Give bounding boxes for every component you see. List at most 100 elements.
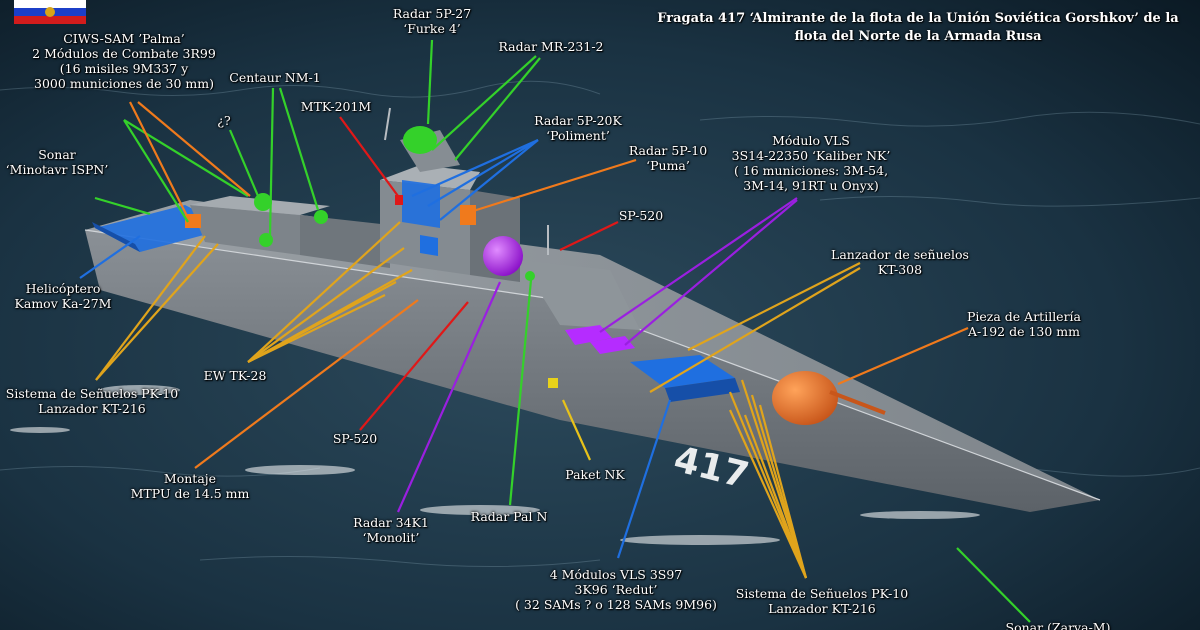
leader-line [137,101,251,197]
monolit-radome [483,236,523,276]
label-line: ‘Poliment’ [546,128,610,143]
label-line: 3S14-22350 ‘Kaliber NK’ [731,148,891,163]
leader-line [123,119,189,223]
label-line: 3000 municiones de 30 mm) [34,76,214,91]
label-line: ‘Minotavr ISPN’ [5,162,109,177]
leader-lines [79,39,1031,623]
label-unknown: ¿? [217,113,230,128]
label-radar-pal: Radar Pal N [471,509,548,524]
label-line: 2 Módulos de Combate 3R99 [32,46,216,61]
label-radar-5p27: Radar 5P-27‘Furke 4’ [393,6,471,36]
wave-pattern [0,80,1200,568]
label-line: SP-520 [618,208,664,223]
label-radar-34k1: Radar 34K1‘Monolit’ [353,515,429,545]
redut-vls [630,355,735,388]
label-line: ‘Puma’ [646,158,690,173]
leader-line [411,138,539,198]
label-line: SP-520 [332,431,378,446]
label-sp520-bottom: SP-520 [333,431,377,446]
leader-line [228,129,260,197]
label-line: A-192 de 130 mm [967,324,1080,339]
label-line: ( 16 municiones: 3M-54, [733,163,889,178]
title-line-2: flota del Norte de la Armada Rusa [794,29,1042,44]
leader-line [129,101,189,219]
label-line: Radar 5P-27 [392,6,472,21]
label-line: Paket NK [565,467,625,482]
label-line: Helicóptero [25,281,101,296]
label-line: Radar MR-231-2 [498,39,604,54]
leader-line [758,404,808,579]
leader-line [247,294,386,363]
label-sp520-top: SP-520 [619,208,663,223]
label-line: EW TK-28 [203,368,267,383]
label-line: (16 misiles 9M337 y [59,61,189,76]
leader-line [728,409,808,579]
leader-line [427,139,539,207]
label-line: Lanzador KT-216 [768,601,876,616]
label-line: Lanzador KT-216 [38,401,146,416]
label-radar-mr231: Radar MR-231-2 [498,39,603,54]
leader-line [439,139,539,221]
hull-side [85,230,1100,512]
label-line: ‘Monolit’ [362,530,420,545]
label-mtk201m: MTK-201M [301,99,371,114]
label-radar-5p20k: Radar 5P-20K‘Poliment’ [534,113,622,143]
label-line: 3M-14, 91RT u Onyx) [743,178,879,193]
leader-line [837,326,969,386]
a192-turret [772,371,838,425]
label-line: 4 Módulos VLS 3S97 [549,567,683,582]
paket-marker [548,378,558,388]
leader-line [559,221,619,251]
label-line: Sistema de Señuelos PK-10 [735,586,909,601]
poliment-panel [402,180,440,228]
label-line: Radar 5P-10 [628,143,708,158]
label-line: Radar 34K1 [353,515,429,530]
kaliber-vls-1 [565,325,612,345]
label-line: Montaje [163,471,217,486]
label-radar-5p10: Radar 5P-10‘Puma’ [629,143,707,173]
leader-line [426,39,434,125]
leader-line [396,281,502,513]
leader-line [956,547,1031,623]
kaliber-vls-2 [590,336,635,354]
leader-line [194,299,419,469]
leader-line [247,247,405,363]
leader-line [431,55,537,151]
label-line: Sonar (Zarya-M) [1005,620,1111,630]
leader-line [94,196,151,216]
label-line: Radar Pal N [470,509,548,524]
label-line: 3K96 ‘Redut’ [574,582,658,597]
leader-line [743,414,808,579]
palma-module [185,214,201,228]
leader-line [95,235,206,381]
furke-radar-marker [403,126,437,154]
label-line: ¿? [217,113,231,128]
leader-line [469,158,637,214]
label-paket-nk: Paket NK [565,467,625,482]
leader-line [649,267,861,393]
title-line-1: Fragata 417 ‘Almirante de la flota de la… [657,11,1179,26]
label-line: MTPU de 14.5 mm [130,486,250,501]
label-line: Pieza de Artillería [966,309,1082,324]
label-line: Centaur NM-1 [229,70,321,85]
label-line: CIWS-SAM ’Palma’ [63,31,185,46]
label-sonar-zarya: Sonar (Zarya-M) [1006,620,1111,630]
leader-line [561,399,592,461]
label-line: Lanzador de señuelos [831,247,969,262]
label-line: Módulo VLS [772,133,850,148]
label-line: ‘Furke 4’ [403,21,461,36]
label-line: Sistema de Señuelos PK-10 [5,386,179,401]
label-sonar-minotavr: Sonar‘Minotavr ISPN’ [6,147,109,177]
leader-line [508,279,533,506]
leader-line [624,199,798,346]
label-line: Sonar [38,147,76,162]
leader-line [616,399,672,559]
leader-line [247,281,397,363]
label-ciws-palma: CIWS-SAM ’Palma’2 Módulos de Combate 3R9… [32,31,216,91]
